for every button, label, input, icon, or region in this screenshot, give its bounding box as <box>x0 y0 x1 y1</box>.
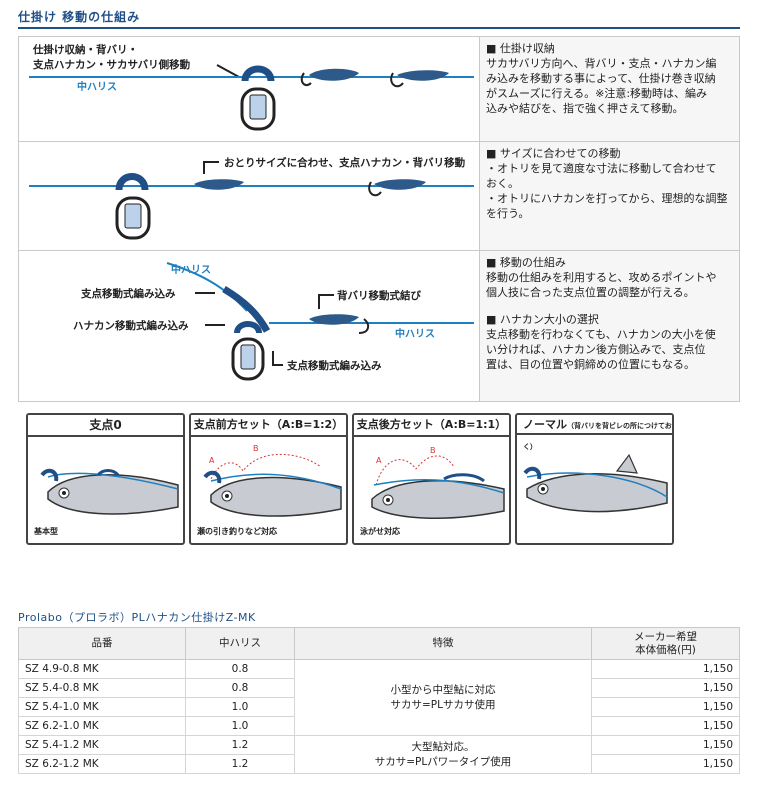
fig-label: 仕掛け収納・背バリ・ <box>32 43 138 56</box>
header-harisu: 中ハリス <box>186 628 295 660</box>
hook-wrap <box>194 179 244 190</box>
feature-cell: 大型鮎対応。サカサ=PLパワータイプ使用 <box>295 736 592 774</box>
segment-b-label: B <box>253 444 259 453</box>
figure-mechanism: 中ハリス 支点移動式編み込み ハナカン移動式編み込み 背バリ移動式結び 中ハリス… <box>19 251 480 402</box>
panel-caption: 瀬の引き釣りなど対応 <box>197 526 277 537</box>
panel-title: 支点後方セット（A:B=1:1） <box>354 415 509 437</box>
size-diagram: おとりサイズに合わせ、支点ハナカン・背バリ移動 <box>19 142 479 246</box>
desc-size: ■ サイズに合わせての移動 ・オトリを見て適度な寸法に移動して合わせて おく。 … <box>480 142 740 251</box>
desc-mechanism: ■ 移動の仕組み 移動の仕組みを利用すると、攻めるポイントや 個人技に合った支点… <box>480 251 740 402</box>
page-title: 仕掛け 移動の仕組み <box>18 8 140 25</box>
knot-coil <box>245 69 271 81</box>
fish-illustration <box>517 437 672 541</box>
fig-label: 支点移動式編み込み <box>80 287 176 300</box>
svg-text:中ハリス: 中ハリス <box>171 263 211 276</box>
header-price: メーカー希望 本体価格(円) <box>592 628 740 660</box>
panel-title: 支点0 <box>28 415 183 437</box>
fig-label: 支点ハナカン・サカサバリ側移動 <box>32 58 191 71</box>
storage-diagram: 仕掛け収納・背バリ・ 支点ハナカン・サカサバリ側移動 中ハリス <box>19 37 479 137</box>
panel-backward-set: 支点後方セット（A:B=1:1） A B 泳がせ対応 <box>352 413 511 545</box>
figure-size: おとりサイズに合わせ、支点ハナカン・背バリ移動 <box>19 142 480 251</box>
segment-b-label: B <box>430 446 436 455</box>
mechanism-table: 仕掛け収納・背バリ・ 支点ハナカン・サカサバリ側移動 中ハリス ■ 仕掛け収納 … <box>18 36 740 402</box>
hook-wrap <box>309 69 359 81</box>
title-divider <box>18 27 740 29</box>
feature-cell: 小型から中型鮎に対応サカサ=PLサカサ使用 <box>295 660 592 736</box>
desc-heading: ■ 移動の仕組み <box>486 255 733 270</box>
product-title: Prolabo（プロラボ）PLハナカン仕掛けZ-MK <box>18 609 256 625</box>
panel-caption: 基本型 <box>34 526 58 537</box>
panel-title: 支点前方セット（A:B=1:2） <box>191 415 346 437</box>
fig-label: 背バリ移動式結び <box>337 289 421 302</box>
panel-title: ノーマル（背バリを背ビレの所につけておく） <box>517 415 672 435</box>
svg-text:中ハリス: 中ハリス <box>395 327 435 340</box>
panel-fulcrum-zero: 支点0 基本型 <box>26 413 185 545</box>
setup-panels: 支点0 基本型 支点前方セット（A:B=1:2） A B 瀬の引き釣りなど対応 … <box>26 413 726 543</box>
hook <box>359 319 368 333</box>
desc-heading: ■ サイズに合わせての移動 <box>486 146 733 161</box>
fig-label: 支点移動式編み込み <box>286 359 382 372</box>
desc-heading: ■ 仕掛け収納 <box>486 41 733 56</box>
fig-label: おとりサイズに合わせ、支点ハナカン・背バリ移動 <box>224 156 466 169</box>
line-label: 中ハリス <box>77 80 117 93</box>
header-code: 品番 <box>19 628 186 660</box>
mechanism-diagram: 中ハリス 支点移動式編み込み ハナカン移動式編み込み 背バリ移動式結び 中ハリス… <box>19 251 479 397</box>
figure-storage: 仕掛け収納・背バリ・ 支点ハナカン・サカサバリ側移動 中ハリス <box>19 37 480 142</box>
fig-label: ハナカン移動式編み込み <box>73 319 189 332</box>
segment-a-label: A <box>209 456 215 465</box>
knot-coil <box>119 177 145 191</box>
desc-storage: ■ 仕掛け収納 サカサバリ方向へ、背バリ・支点・ハナカン編 み込みを移動する事に… <box>480 37 740 142</box>
desc-heading: ■ ハナカン大小の選択 <box>486 312 733 327</box>
panel-normal: ノーマル（背バリを背ビレの所につけておく） <box>515 413 674 545</box>
segment-a-label: A <box>376 456 382 465</box>
panel-forward-set: 支点前方セット（A:B=1:2） A B 瀬の引き釣りなど対応 <box>189 413 348 545</box>
header-feature: 特徴 <box>295 628 592 660</box>
panel-caption: 泳がせ対応 <box>360 526 400 537</box>
